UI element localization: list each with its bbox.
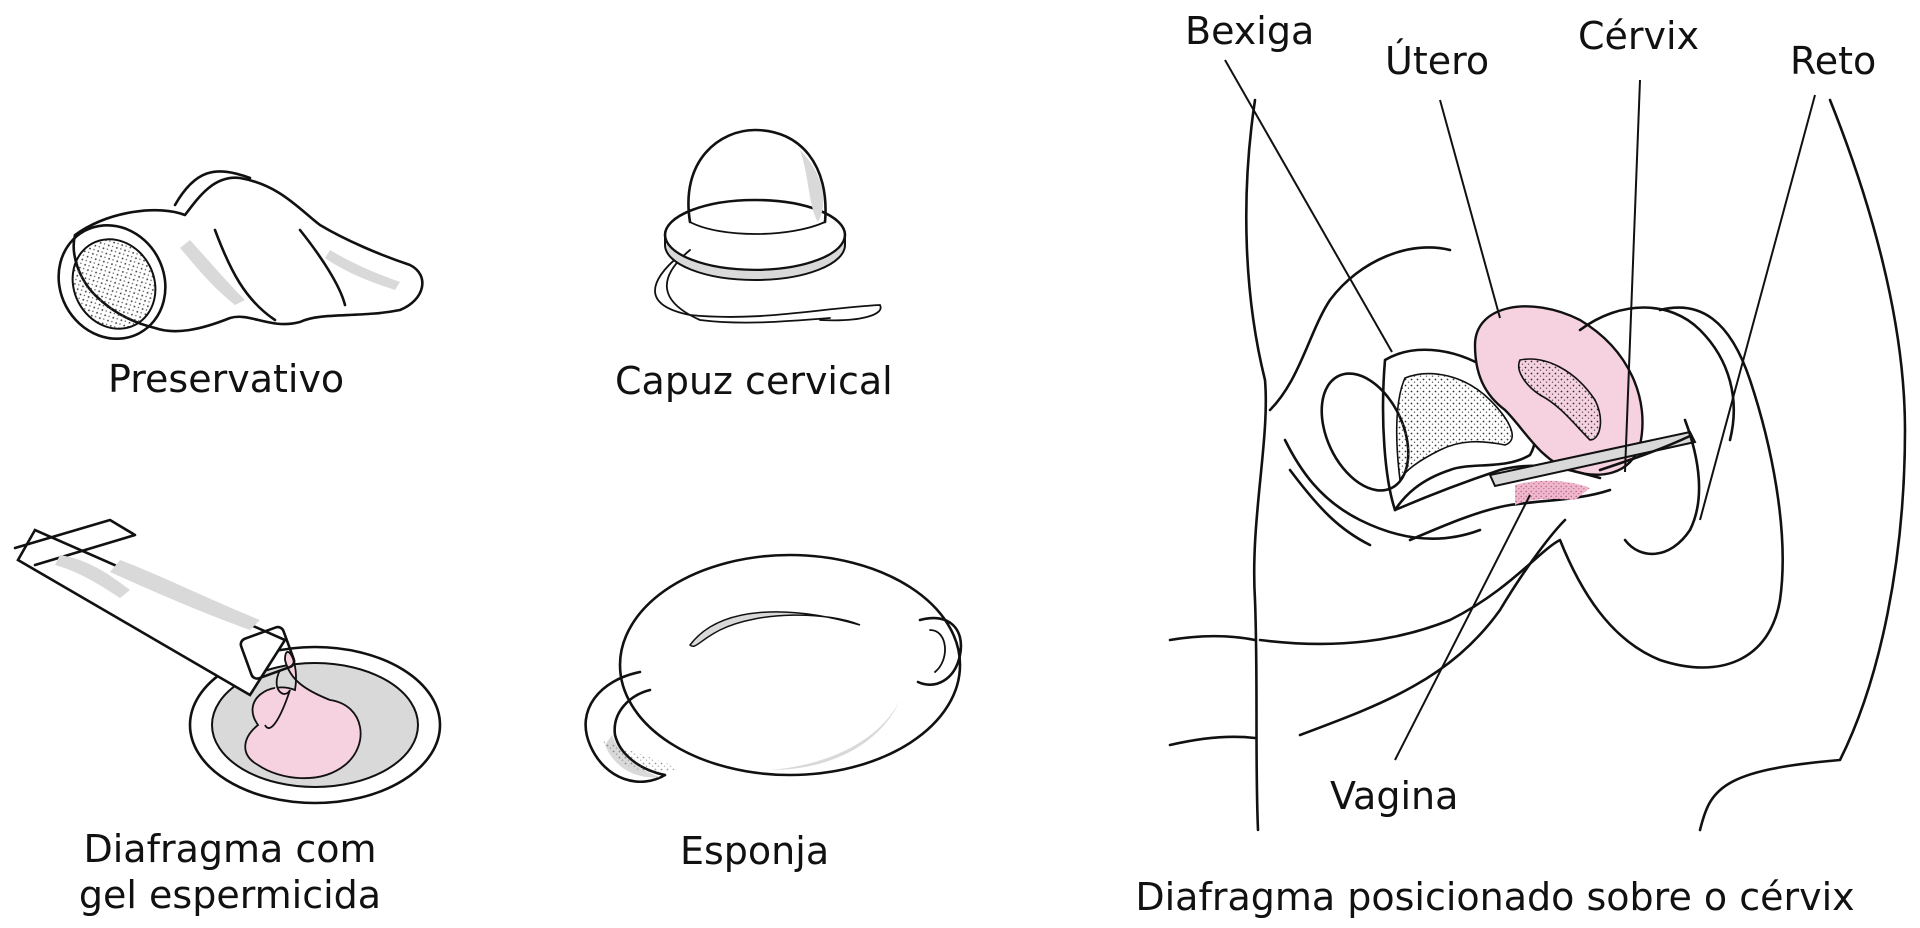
uterus-leader bbox=[1439, 99, 1501, 319]
cervical-cap-label: Capuz cervical bbox=[615, 359, 893, 403]
rectum-leader bbox=[1699, 94, 1816, 521]
uterus-callout: Útero bbox=[1385, 39, 1490, 83]
sponge-drawing bbox=[584, 553, 963, 783]
condom-label: Preservativo bbox=[108, 357, 345, 401]
rectum-callout: Reto bbox=[1790, 39, 1877, 83]
vagina-callout: Vagina bbox=[1330, 774, 1459, 818]
anatomy-drawing bbox=[1168, 59, 1907, 832]
vagina-leader bbox=[1394, 494, 1531, 761]
cervix-leader bbox=[1624, 79, 1641, 473]
sponge-label: Esponja bbox=[680, 829, 830, 873]
diaphragm-gel-label-line2: gel espermicida bbox=[78, 873, 382, 917]
bladder-leader bbox=[1224, 59, 1393, 353]
cervical-cap-drawing bbox=[654, 128, 882, 324]
diaphragm-gel-label-line1: Diafragma com bbox=[83, 827, 377, 871]
condom-drawing bbox=[57, 170, 424, 341]
bladder-callout: Bexiga bbox=[1185, 9, 1315, 53]
cervix-callout: Cérvix bbox=[1578, 14, 1700, 58]
diaphragm-gel-drawing bbox=[13, 518, 442, 805]
anatomy-caption: Diafragma posicionado sobre o cérvix bbox=[1135, 875, 1855, 919]
